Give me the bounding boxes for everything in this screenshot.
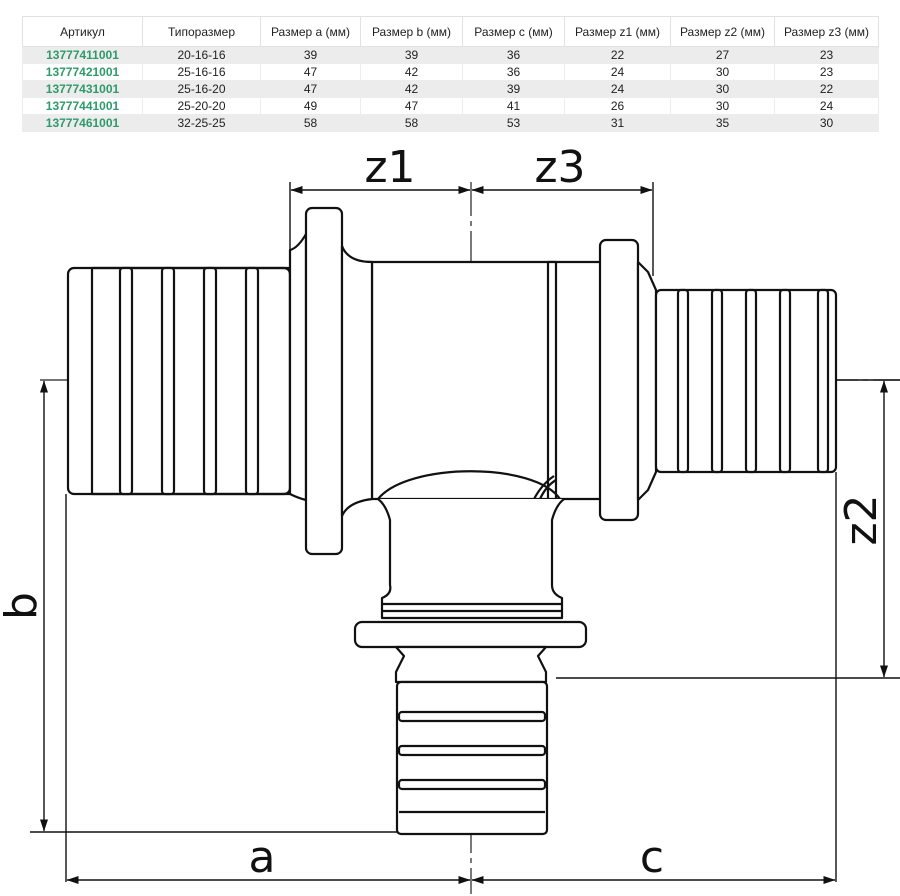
- col-header-z3: Размер z3 (мм): [774, 16, 879, 47]
- table-row: 13777421001 25-16-16 47 42 36 24 30 23: [22, 63, 879, 81]
- dim-label-z3: z3: [534, 142, 585, 193]
- dim-label-z1: z1: [364, 142, 415, 193]
- cell-c: 39: [462, 80, 565, 98]
- article-link[interactable]: 13777461001: [22, 114, 143, 132]
- table-header-row: Артикул Типоразмер Размер а (мм) Размер …: [22, 16, 879, 47]
- cell-size: 25-20-20: [142, 97, 261, 115]
- dim-label-a: a: [249, 832, 276, 883]
- cell-c: 36: [462, 63, 565, 81]
- cell-z3: 22: [774, 80, 879, 98]
- article-link[interactable]: 13777431001: [22, 80, 143, 98]
- col-header-a: Размер а (мм): [260, 16, 361, 47]
- cell-z2: 30: [670, 97, 775, 115]
- col-header-z2: Размер z2 (мм): [670, 16, 775, 47]
- cell-z3: 23: [774, 46, 879, 64]
- col-header-size: Типоразмер: [142, 16, 261, 47]
- cell-b: 58: [360, 114, 463, 132]
- cell-a: 47: [260, 63, 361, 81]
- article-link[interactable]: 13777441001: [22, 97, 143, 115]
- dimension-lines: [40, 186, 888, 884]
- spec-table: Артикул Типоразмер Размер а (мм) Размер …: [22, 16, 879, 132]
- cell-z3: 23: [774, 63, 879, 81]
- table-row: 13777441001 25-20-20 49 47 41 26 30 24: [22, 97, 879, 115]
- dim-label-z2: z2: [836, 494, 887, 545]
- cell-b: 42: [360, 63, 463, 81]
- col-header-c: Размер с (мм): [462, 16, 565, 47]
- extension-lines: [30, 182, 900, 882]
- table-row: 13777411001 20-16-16 39 39 36 22 27 23: [22, 46, 879, 64]
- cell-a: 58: [260, 114, 361, 132]
- col-header-article: Артикул: [22, 16, 143, 47]
- cell-b: 42: [360, 80, 463, 98]
- cell-size: 20-16-16: [142, 46, 261, 64]
- cell-z1: 22: [564, 46, 671, 64]
- cell-z1: 24: [564, 80, 671, 98]
- cell-c: 53: [462, 114, 565, 132]
- cell-c: 41: [462, 97, 565, 115]
- cell-z1: 26: [564, 97, 671, 115]
- cell-size: 25-16-20: [142, 80, 261, 98]
- cell-z3: 30: [774, 114, 879, 132]
- cell-z2: 35: [670, 114, 775, 132]
- cell-z3: 24: [774, 97, 879, 115]
- article-link[interactable]: 13777411001: [22, 46, 143, 64]
- cell-b: 39: [360, 46, 463, 64]
- cell-z2: 30: [670, 63, 775, 81]
- cell-a: 39: [260, 46, 361, 64]
- dim-label-b: b: [0, 592, 47, 620]
- table-row: 13777431001 25-16-20 47 42 39 24 30 22: [22, 80, 879, 98]
- tee-fitting-body: [66, 206, 838, 836]
- cell-a: 49: [260, 97, 361, 115]
- col-header-z1: Размер z1 (мм): [564, 16, 671, 47]
- cell-c: 36: [462, 46, 565, 64]
- tee-fitting-drawing: z1 z3 z2 b a c: [0, 142, 900, 894]
- col-header-b: Размер b (мм): [360, 16, 463, 47]
- cell-a: 47: [260, 80, 361, 98]
- cell-z2: 30: [670, 80, 775, 98]
- cell-z2: 27: [670, 46, 775, 64]
- cell-b: 47: [360, 97, 463, 115]
- cell-z1: 31: [564, 114, 671, 132]
- cell-size: 32-25-25: [142, 114, 261, 132]
- table-row: 13777461001 32-25-25 58 58 53 31 35 30: [22, 114, 879, 132]
- cell-size: 25-16-16: [142, 63, 261, 81]
- cell-z1: 24: [564, 63, 671, 81]
- article-link[interactable]: 13777421001: [22, 63, 143, 81]
- dim-label-c: c: [640, 832, 664, 883]
